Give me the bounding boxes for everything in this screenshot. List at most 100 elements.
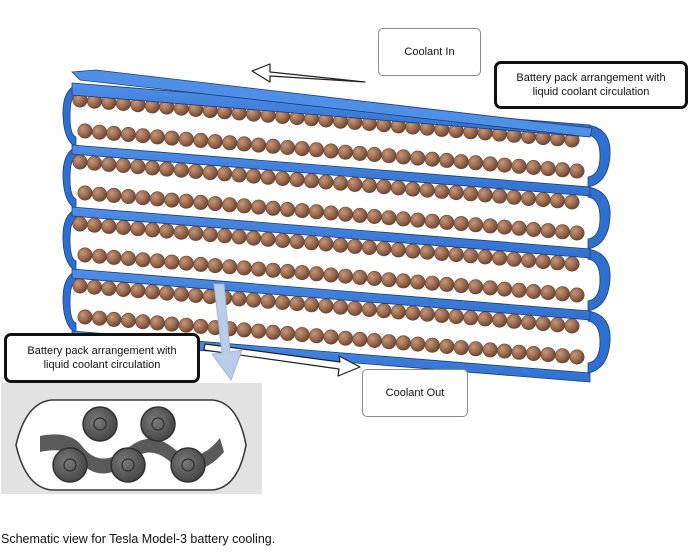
battery-cell [280,140,294,154]
battery-cell [570,288,584,302]
battery-cell [165,317,179,331]
coolant-ribbon-bend [588,125,610,187]
battery-cell [266,263,280,277]
battery-cell [145,223,159,237]
battery-cell [411,337,425,351]
battery-cell [425,338,439,352]
battery-cell [338,331,352,345]
battery-cell [121,313,135,327]
battery-cell [512,221,526,235]
battery-cell [174,287,188,301]
battery-cell [319,175,333,189]
battery-cell [478,312,492,326]
battery-cell [570,226,584,240]
battery-cell [92,249,106,263]
battery-cell [237,199,251,213]
battery-cell [497,158,511,172]
battery-cell [440,277,454,291]
battery-cell [353,270,367,284]
battery-cell [464,311,478,325]
battery-cell [469,280,483,294]
battery-cell [411,213,425,227]
battery-cell [295,327,309,341]
battery-cell [107,188,121,202]
battery-cell [78,248,92,262]
battery-cell [136,253,150,267]
coolant-out-label: Coolant Out [362,369,468,417]
battery-cell [208,258,222,272]
battery-cell [454,340,468,354]
battery-cell [440,339,454,353]
battery-cell [464,187,478,201]
arrow-left-icon [252,64,365,82]
battery-cell [497,344,511,358]
battery-cell [469,218,483,232]
battery-cell [483,343,497,357]
battery-cell [266,201,280,215]
battery-cell [425,152,439,166]
battery-cell [208,134,222,148]
battery-cell [526,160,540,174]
battery-cell [391,181,405,195]
battery-cell [570,350,584,364]
battery-cell [232,292,246,306]
battery-cell [121,251,135,265]
battery-cell [565,257,579,271]
battery-cell [116,158,130,172]
battery-cell [150,316,164,330]
battery-cell [478,250,492,264]
battery-cell [145,285,159,299]
battery-cell [237,323,251,337]
battery-cell [165,193,179,207]
battery-cell [309,143,323,157]
battery-cell [78,124,92,138]
battery-cell [555,287,569,301]
battery-cell [266,139,280,153]
battery-cell [208,196,222,210]
battery-cell [92,125,106,139]
battery-cell [275,171,289,185]
battery-cell [290,296,304,310]
battery-cell [261,232,275,246]
battery-cell [194,195,208,209]
battery-cell [565,319,579,333]
battery-cell [541,347,555,361]
battery-cell [440,215,454,229]
battery-cell [174,163,188,177]
battery-cell [512,159,526,173]
battery-cell [246,293,260,307]
battery-cell [189,226,203,240]
battery-cell [102,281,116,295]
battery-cell [492,251,506,265]
battery-cell [382,335,396,349]
battery-cell [78,186,92,200]
battery-cell [275,233,289,247]
battery-cell [136,315,150,329]
battery-cell [78,310,92,324]
battery-cell [353,332,367,346]
battery-cell [367,209,381,223]
battery-cell [550,256,564,270]
battery-cell [338,269,352,283]
battery-cell [362,302,376,316]
battery-cell [435,184,449,198]
battery-cell [179,132,193,146]
battery-cell [396,150,410,164]
battery-cell [353,208,367,222]
battery-cell [449,247,463,261]
battery-cell [261,170,275,184]
battery-cell [469,342,483,356]
battery-cell [136,191,150,205]
battery-cell [464,249,478,263]
battery-cell [107,126,121,140]
battery-cell [266,325,280,339]
battery-cell [102,157,116,171]
battery-cell [87,218,101,232]
battery-cell [324,144,338,158]
battery-cell [295,265,309,279]
battery-cell [237,137,251,151]
battery-cell [521,315,535,329]
battery-cell [497,282,511,296]
battery-cell [319,237,333,251]
battery-cell [550,194,564,208]
